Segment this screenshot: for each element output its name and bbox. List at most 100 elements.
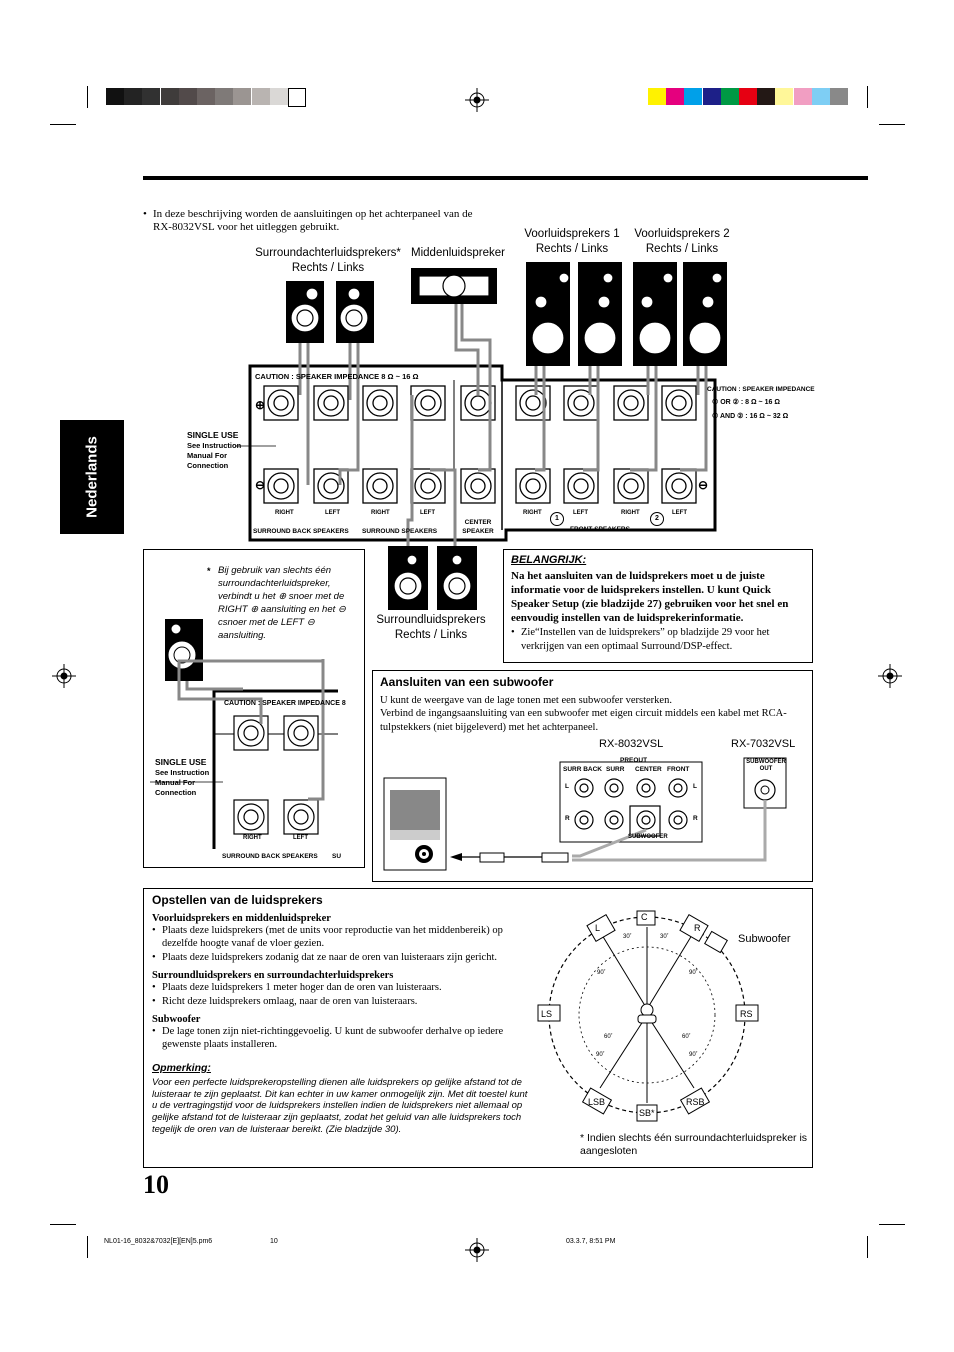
angle-label: 60˚ [682, 1034, 691, 1040]
terminal-label: RIGHT [621, 510, 640, 516]
terminal-label: LEFT [325, 510, 340, 516]
terminal-label: RIGHT [523, 510, 542, 516]
surr-label: SURR [606, 766, 625, 773]
gray-swatch [160, 88, 179, 105]
crop-mark [867, 86, 868, 108]
inset-caution: CAUTION : SPEAKER IMPEDANCE 8 [224, 700, 346, 707]
subwoofer-bullet: De lage tonen zijn niet-richtinggevoelig… [152, 1025, 532, 1052]
terminal-label: LEFT [573, 510, 588, 516]
important-box: BELANGRIJK: Na het aansluiten van de lui… [503, 549, 813, 663]
r-label: R [693, 815, 698, 822]
color-swatch [666, 88, 685, 105]
placement-title: Opstellen van de luidsprekers [152, 893, 323, 907]
model-7032: RX-7032VSL [731, 738, 796, 750]
inset-su: SU [332, 853, 342, 860]
angle-label: 60˚ [604, 1034, 613, 1040]
gray-swatch [215, 88, 234, 105]
inset-surround-back-speakers: SURROUND BACK SPEAKERS [222, 853, 318, 860]
note-title: Opmerking: [152, 1061, 211, 1074]
crop-mark [879, 124, 905, 125]
gray-swatch [178, 88, 197, 105]
single-speaker-note: Bij gebruik van slechts één surroundacht… [218, 565, 346, 641]
placement-text: Opstellen van de luidsprekers Voorluidsp… [152, 893, 532, 1136]
gray-swatch [269, 88, 288, 105]
angle-label: 30˚ [623, 934, 632, 940]
color-swatch [684, 88, 703, 105]
angle-label: 90˚ [596, 1052, 605, 1058]
color-swatch [702, 88, 721, 105]
intro-text: In deze beschrijving worden de aansluiti… [143, 208, 483, 235]
color-swatch [793, 88, 812, 105]
note-asterisk: * [207, 566, 211, 576]
crop-mark [87, 1236, 88, 1258]
spk-rs: RS [740, 1009, 753, 1019]
panel-minus-sign: ⊖ [255, 478, 266, 492]
placement-footnote: * Indien slechts één surroundachterluids… [580, 1132, 808, 1157]
center-label: Middenluidspreker [411, 247, 505, 259]
front-bullet: Plaats deze luidsprekers zodanig dat ze … [152, 951, 530, 965]
color-swatch [830, 88, 848, 105]
crop-mark [50, 1224, 76, 1225]
header-rule [143, 176, 868, 180]
l-label: L [565, 783, 569, 790]
single-use-note: See Instruction Manual For Connection [187, 441, 242, 470]
surround-back-label: Surroundachterluidsprekers*Rechts / Link… [255, 247, 401, 274]
spk-r: R [694, 923, 701, 933]
l-label: L [693, 783, 697, 790]
important-title: BELANGRIJK: [511, 554, 587, 566]
gray-swatch [197, 88, 215, 105]
footer-date: 03.3.7, 8:51 PM [566, 1238, 616, 1245]
front2-marker: 2 [650, 512, 664, 526]
model-8032: RX-8032VSL [599, 738, 664, 750]
front-heading: Voorluidsprekers en middenluidspreker [152, 913, 331, 924]
panel-caution-or: ① OR ② : 8 Ω ~ 16 Ω [712, 399, 780, 406]
surr-back-label: SURR BACK [563, 766, 602, 773]
subwoofer-heading: Subwoofer [152, 1014, 201, 1026]
panel-plus-sign: ⊕ [255, 398, 266, 412]
panel-caution: CAUTION : SPEAKER IMPEDANCE 8 Ω ~ 16 Ω [255, 372, 419, 381]
front-bullet: Plaats deze luidsprekers (met de units v… [152, 924, 530, 951]
terminal-label: RIGHT [275, 510, 294, 516]
spk-ls: LS [541, 1009, 553, 1019]
subwoofer-jack-label: SUBWOOFER [628, 834, 668, 840]
crop-mark [87, 86, 88, 108]
front1-marker: 1 [550, 512, 564, 526]
speaker-placement-diagram [537, 910, 759, 1122]
angle-label: 90˚ [689, 1052, 698, 1058]
color-swatch [739, 88, 757, 105]
important-text: Na het aansluiten van de luidsprekers mo… [511, 570, 789, 624]
gray-swatch [251, 88, 270, 105]
subwoofer-text: U kunt de weergave van de lage tonen met… [380, 695, 787, 733]
terminal-label: LEFT [420, 510, 435, 516]
important-bullet: Zie“Instellen van de luidsprekers” op bl… [511, 626, 807, 654]
surround-speakers-label: SURROUND SPEAKERS [362, 528, 438, 535]
spk-rsb: RSB [686, 1097, 705, 1107]
inset-right: RIGHT [243, 835, 262, 841]
surround-bullet: Plaats deze luidsprekers 1 meter hoger d… [152, 981, 532, 995]
crop-mark [867, 1236, 868, 1258]
subwoofer-diagram-label: Subwoofer [738, 933, 791, 945]
subwoofer-connection-diagram [383, 757, 787, 871]
gray-swatch [233, 88, 252, 105]
subwoofer-title: Aansluiten van een subwoofer [380, 675, 554, 689]
center-speaker-label: CENTER SPEAKER [462, 519, 494, 535]
color-swatch [757, 88, 776, 105]
note-text: Voor een perfecte luidsprekeropstelling … [152, 1076, 528, 1136]
preout-label: PREOUT [620, 757, 648, 764]
spk-l: L [595, 923, 601, 933]
color-swatch [775, 88, 794, 105]
color-swatch [648, 88, 666, 105]
subwoofer-out-label: SUBWOOFER OUT [746, 759, 786, 772]
spk-c: C [641, 912, 648, 922]
inset-left: LEFT [293, 835, 308, 841]
panel-minus-sign: ⊖ [698, 478, 709, 492]
panel-caution-and: ① AND ② : 16 Ω ~ 32 Ω [712, 413, 789, 420]
gray-swatch [288, 88, 306, 107]
single-use-label: SINGLE USE [187, 430, 239, 440]
center-label-preout: CENTER [635, 766, 662, 773]
angle-label: 90˚ [597, 970, 606, 976]
color-swatch [811, 88, 830, 105]
